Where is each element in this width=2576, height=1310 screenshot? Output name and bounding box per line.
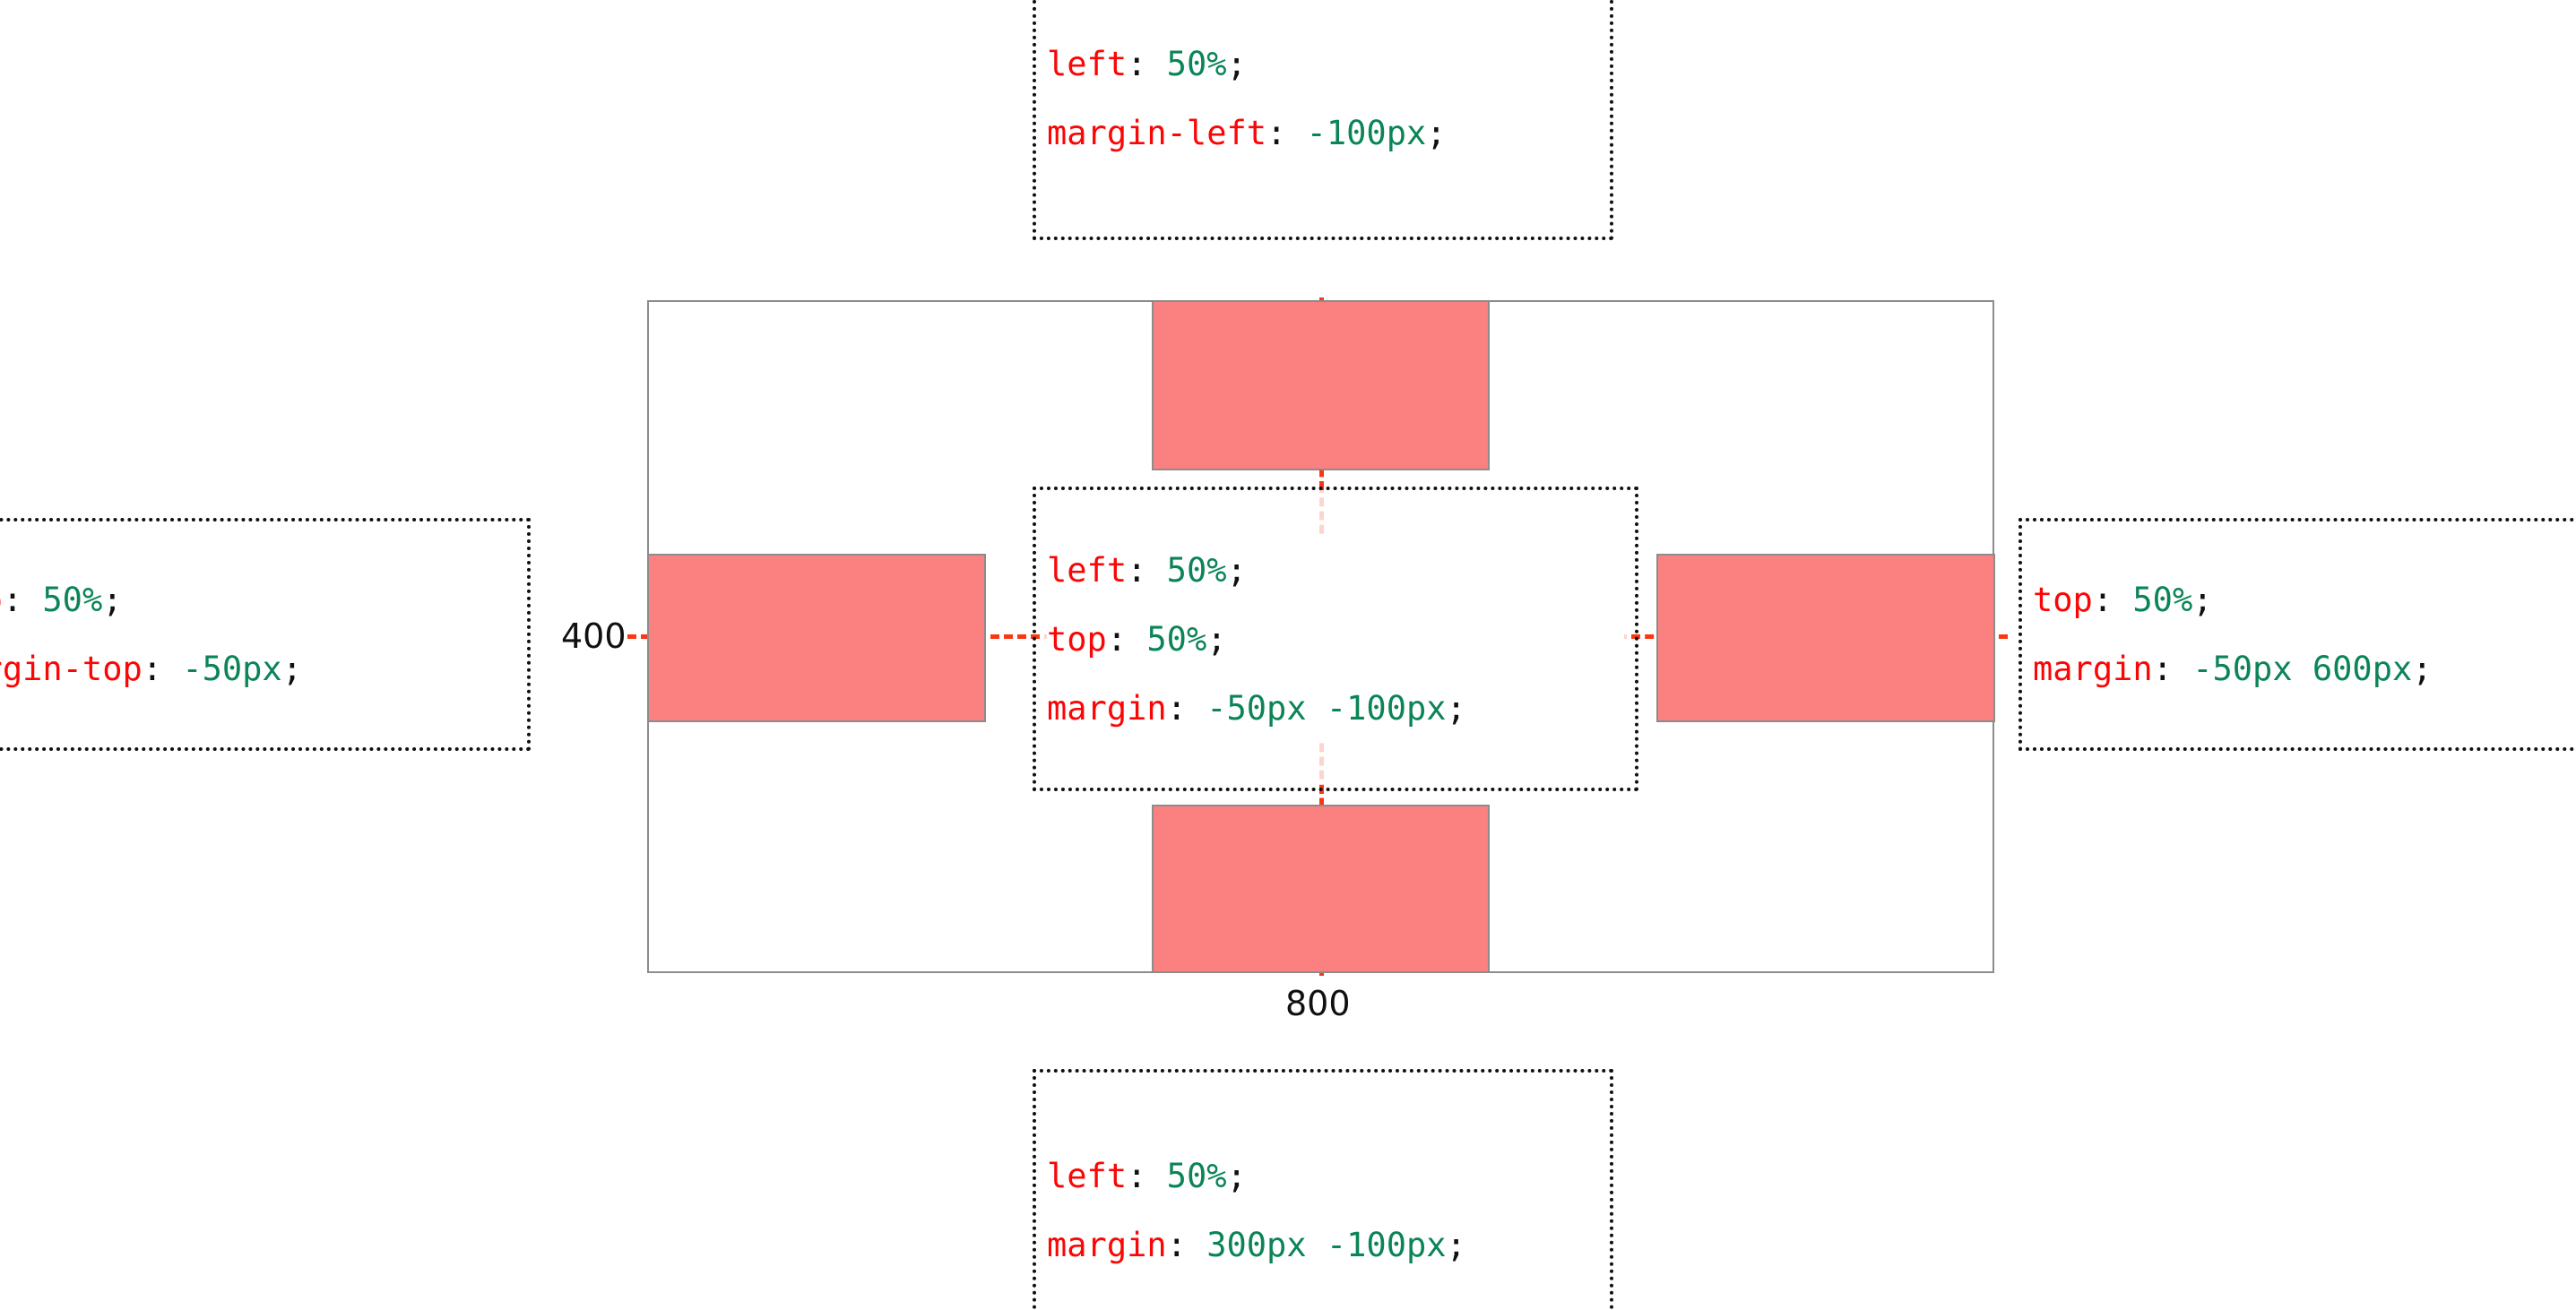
code-line: top: 50%; [2033, 565, 2576, 634]
css-property: left [1047, 45, 1128, 83]
css-colon: : [1106, 619, 1128, 659]
left-red-box [647, 554, 986, 722]
css-semicolon: ; [102, 581, 123, 619]
css-colon: : [142, 650, 163, 688]
code-line: margin: -50px 600px; [2033, 634, 2576, 703]
css-value: -50px -100px [1206, 688, 1447, 728]
css-property: top [2033, 581, 2093, 619]
code-line: margin: 300px -100px; [1047, 1211, 1599, 1280]
css-value: 50% [1166, 45, 1227, 83]
css-semicolon: ; [2192, 581, 2213, 619]
code-line: top: 50%; [1047, 604, 1624, 674]
code-line: left: 50%; [1047, 30, 1599, 99]
css-colon: : [1127, 45, 1147, 83]
top-red-box [1152, 300, 1490, 470]
css-colon: : [1266, 114, 1287, 152]
css-colon: : [1166, 1226, 1187, 1264]
css-property: left [1047, 550, 1128, 590]
css-semicolon: ; [1226, 1157, 1247, 1195]
right-annotation-box: top: 50%; margin: -50px 600px; [2018, 518, 2576, 751]
css-semicolon: ; [1446, 688, 1466, 728]
css-colon: : [1127, 1157, 1147, 1195]
css-semicolon: ; [1226, 45, 1247, 83]
css-value: -50px 600px [2192, 650, 2413, 688]
css-value: -50px [182, 650, 282, 688]
code-line: left: 50%; [1047, 535, 1624, 605]
css-value: 50% [1166, 1157, 1227, 1195]
css-colon: : [1127, 550, 1147, 590]
bottom-red-box [1152, 805, 1490, 973]
container-height-label: 400 [561, 616, 627, 656]
code-line: margin-left: -100px; [1047, 99, 1599, 168]
code-line: top: 50%; [0, 565, 516, 634]
top-annotation-box: left: 50%; margin-left: -100px; [1033, 0, 1613, 240]
container-width-label: 800 [1285, 984, 1351, 1023]
bottom-annotation-box: left: 50%; margin: 300px -100px; [1033, 1069, 1613, 1310]
css-property: margin [1047, 1226, 1167, 1264]
css-property: top [1047, 619, 1107, 659]
css-semicolon: ; [1226, 550, 1247, 590]
css-value: 50% [1166, 550, 1227, 590]
code-line: left: 50%; [1047, 1142, 1599, 1211]
css-property: margin [2033, 650, 2153, 688]
code-line: margin: -50px -100px; [1047, 673, 1624, 743]
css-value: 50% [2132, 581, 2193, 619]
css-colon: : [2, 581, 23, 619]
css-colon: : [2152, 650, 2173, 688]
css-colon: : [1166, 688, 1187, 728]
css-value: 50% [42, 581, 103, 619]
css-property: margin-left [1047, 114, 1267, 152]
center-annotation-box: left: 50%; top: 50%; margin: -50px -100p… [1033, 487, 1638, 791]
css-semicolon: ; [1206, 619, 1227, 659]
left-annotation-box: top: 50%; margin-top: -50px; [0, 518, 531, 751]
css-semicolon: ; [1426, 114, 1447, 152]
css-property: margin [1047, 688, 1167, 728]
css-value: 50% [1146, 619, 1207, 659]
css-property: top [0, 581, 3, 619]
right-red-box [1656, 554, 1995, 722]
css-semicolon: ; [1446, 1226, 1466, 1264]
code-line: margin-top: -50px; [0, 634, 516, 703]
css-colon: : [2092, 581, 2114, 619]
css-semicolon: ; [281, 650, 302, 688]
css-semicolon: ; [2412, 650, 2433, 688]
css-property: margin-top [0, 650, 143, 688]
css-value: 300px -100px [1206, 1226, 1447, 1264]
css-value: -100px [1306, 114, 1427, 152]
css-property: left [1047, 1157, 1128, 1195]
